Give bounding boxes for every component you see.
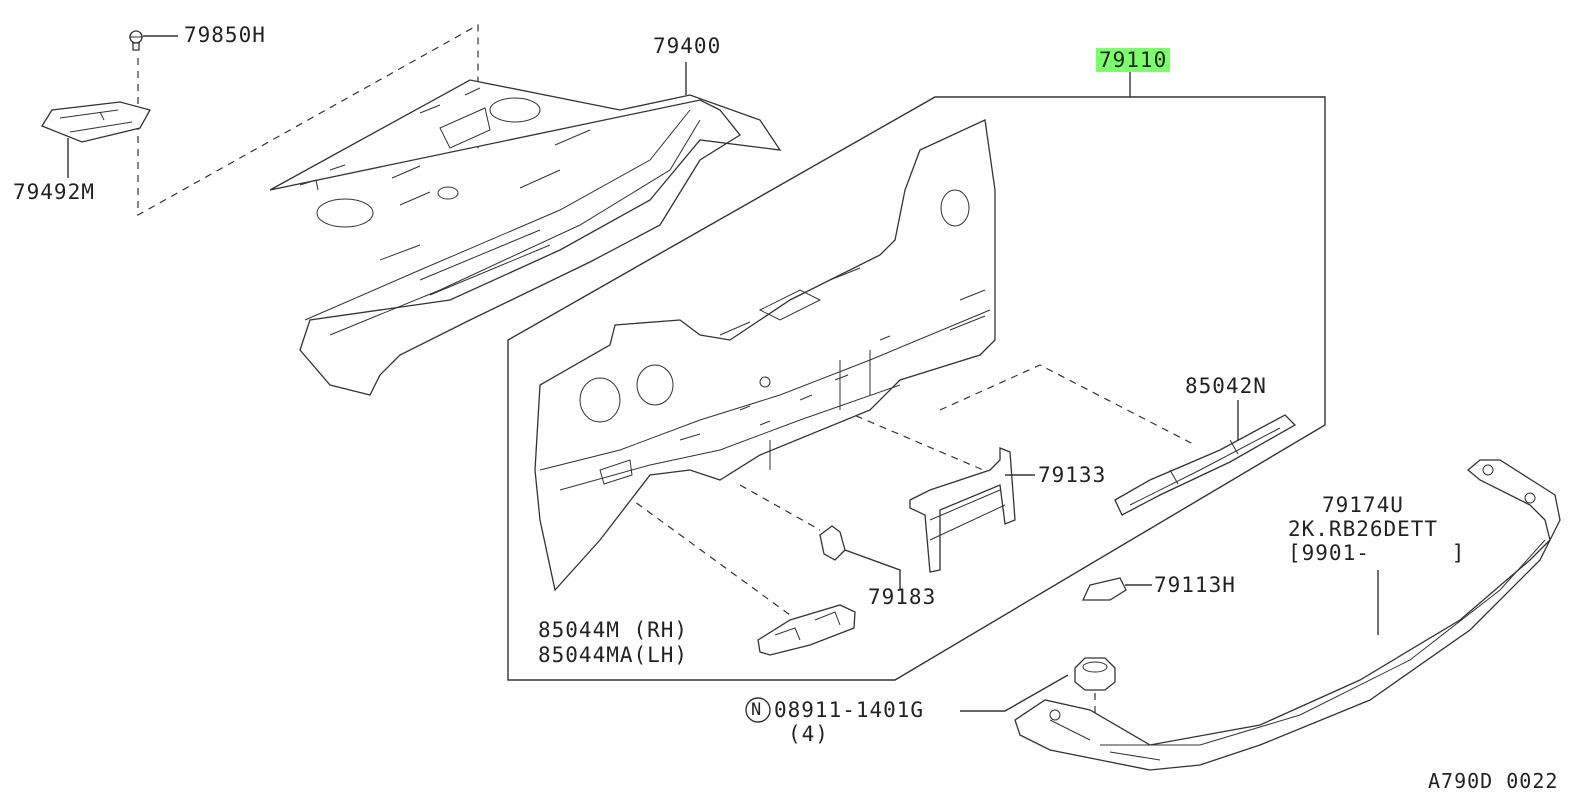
guide-79183	[739, 484, 821, 531]
brace-79133	[909, 447, 1016, 573]
clip-79183	[819, 525, 846, 561]
bracket-85042N	[1114, 414, 1297, 516]
member-79174U	[1014, 459, 1561, 771]
bracket-79492M	[41, 101, 151, 143]
n-symbol-circle	[745, 697, 771, 723]
diagram-code: A790D 0022	[1428, 769, 1559, 793]
label-79850H: 79850H	[184, 23, 266, 47]
label-79110-text: 79110	[1096, 48, 1171, 72]
label-79174U-range: [9901- ]	[1288, 541, 1466, 565]
label-79183: 79183	[868, 585, 937, 609]
leader-08911	[960, 674, 1069, 712]
label-08911: 08911-1401G	[774, 698, 925, 722]
label-79133: 79133	[1038, 463, 1107, 487]
leader-79183	[844, 549, 901, 590]
label-79110: 79110	[1096, 48, 1171, 72]
label-79492M: 79492M	[13, 180, 95, 204]
panel-79110	[534, 119, 996, 592]
bracket-85044M	[757, 604, 856, 656]
guide-85042N	[939, 364, 1196, 446]
nut-08911	[1074, 657, 1116, 691]
label-79174U-engine: 2K.RB26DETT	[1288, 517, 1439, 541]
label-79113H: 79113H	[1154, 573, 1236, 597]
label-85042N: 85042N	[1185, 374, 1267, 398]
label-85044MA: 85044MA(LH)	[538, 643, 689, 667]
pad-79113H	[1081, 577, 1127, 601]
guide-85044M	[604, 479, 791, 616]
n-symbol: N	[751, 700, 763, 720]
panel-79400	[269, 79, 782, 396]
label-79174U: 79174U	[1322, 493, 1404, 517]
label-85044M: 85044M (RH)	[538, 618, 689, 642]
label-79400: 79400	[653, 34, 722, 58]
assembly-box-79110	[507, 96, 1326, 681]
bolt-79850H	[129, 30, 143, 51]
guide-79850H	[137, 23, 479, 217]
label-08911-qty: (4)	[788, 722, 829, 746]
